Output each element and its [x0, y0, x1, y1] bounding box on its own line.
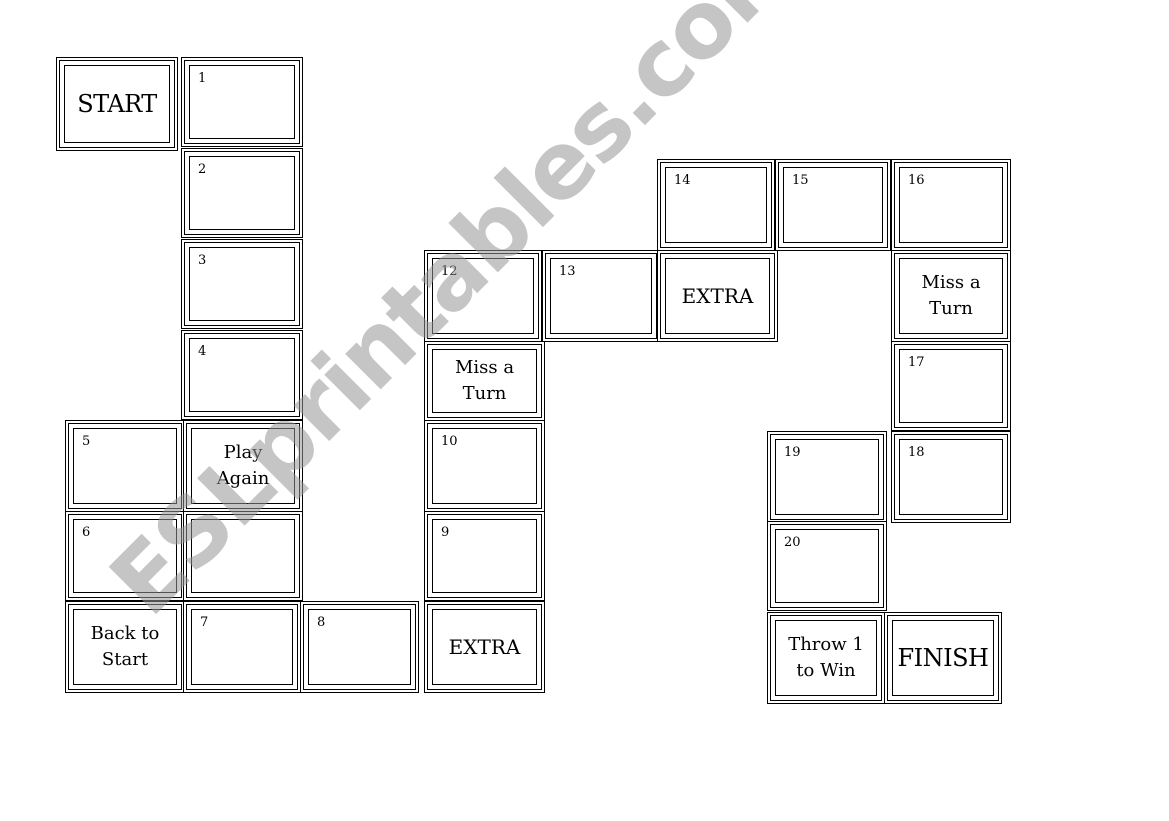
square-extra-1[interactable]: EXTRA	[427, 604, 542, 690]
square-number: 15	[792, 173, 809, 188]
square-18[interactable]: 18	[894, 434, 1008, 520]
square-throw-to-win[interactable]: Throw 1 to Win	[770, 615, 882, 701]
square-number: 7	[200, 615, 209, 630]
square-number: 14	[674, 173, 691, 188]
square-number: 2	[198, 162, 207, 177]
square-number: 8	[317, 615, 326, 630]
square-label: Miss a Turn	[921, 272, 981, 319]
square-10[interactable]: 10	[427, 423, 542, 509]
square-16[interactable]: 16	[894, 162, 1008, 248]
square-number: 4	[198, 344, 207, 359]
square-19[interactable]: 19	[770, 434, 884, 520]
square-number: 5	[82, 434, 91, 449]
square-number: 3	[198, 253, 207, 268]
square-6[interactable]: 6	[68, 514, 182, 598]
square-miss-turn-1[interactable]: Miss a Turn	[427, 344, 542, 418]
square-label: EXTRA	[681, 284, 754, 308]
square-number: 10	[441, 434, 458, 449]
square-label: FINISH	[897, 644, 989, 672]
square-14[interactable]: 14	[660, 162, 772, 248]
square-9[interactable]: 9	[427, 514, 542, 598]
square-20[interactable]: 20	[770, 524, 884, 608]
square-7[interactable]: 7	[186, 604, 298, 690]
square-17[interactable]: 17	[894, 344, 1008, 428]
square-number: 9	[441, 525, 450, 540]
square-number: 16	[908, 173, 925, 188]
square-number: 12	[441, 264, 458, 279]
square-back-to-start[interactable]: Back to Start	[68, 604, 182, 690]
square-extra-2[interactable]: EXTRA	[660, 253, 775, 339]
square-15[interactable]: 15	[778, 162, 888, 248]
square-number: 19	[784, 445, 801, 460]
square-12[interactable]: 12	[427, 253, 539, 339]
square-label: Miss a Turn	[454, 357, 515, 404]
square-number: 1	[198, 71, 207, 86]
square-2[interactable]: 2	[184, 151, 300, 235]
square-number: 13	[559, 264, 576, 279]
square-number: 6	[82, 525, 91, 540]
square-label: Throw 1 to Win	[788, 634, 864, 681]
square-8[interactable]: 8	[303, 604, 416, 690]
square-label: START	[77, 90, 157, 118]
square-finish[interactable]: FINISH	[887, 615, 999, 701]
square-13[interactable]: 13	[545, 253, 657, 339]
square-3[interactable]: 3	[184, 242, 300, 326]
square-number: 20	[784, 535, 801, 550]
square-label: EXTRA	[448, 635, 521, 659]
square-number: 17	[908, 355, 925, 370]
square-4[interactable]: 4	[184, 333, 300, 417]
square-number: 18	[908, 445, 925, 460]
square-miss-turn-2[interactable]: Miss a Turn	[894, 253, 1008, 339]
square-5[interactable]: 5	[68, 423, 182, 509]
square-label: Back to Start	[90, 623, 160, 670]
square-play-again[interactable]: Play Again	[186, 423, 300, 509]
square-1[interactable]: 1	[184, 60, 300, 144]
square-label: Play Again	[216, 442, 270, 489]
square-start[interactable]: START	[59, 60, 175, 148]
square-blank-a[interactable]	[186, 514, 300, 598]
